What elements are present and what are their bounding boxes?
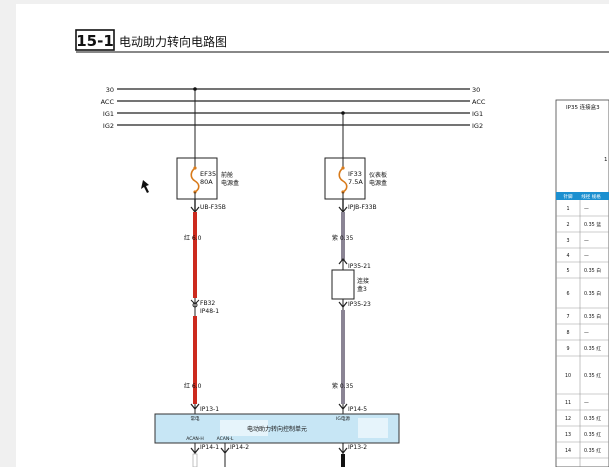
wire-ground <box>341 454 345 467</box>
table-cell-spec: — <box>584 331 589 336</box>
table-cell-pin: 10 <box>565 373 571 379</box>
fuse-left-box-line2: 电源盒 <box>221 179 239 187</box>
ecu-pin-left: IP13-1 <box>200 406 219 413</box>
table-cell-pin: 7 <box>566 314 569 320</box>
page-title: 电动助力转向电路图 <box>119 34 227 49</box>
table-cell-pin: 11 <box>565 400 571 406</box>
rail-label-left-ig2: IG2 <box>103 122 114 130</box>
rail-label-right-ig1: IG1 <box>472 110 483 118</box>
wire-red-segment-2 <box>193 316 197 404</box>
wire-left-spec-top: 红 6.0 <box>184 234 202 242</box>
ecu-block: 常电 IG电源 电动助力转向控制单元 ACAN-H ACAN-L <box>154 413 400 444</box>
table-rows: 1 — 2 0.35 蓝 3 — 4 — 5 0.35 白 6 0.35 白 7 0.35 白 8 — 9 0.3… <box>556 206 609 459</box>
table-frame <box>555 99 609 467</box>
rail-label-left-30: 30 <box>106 86 114 94</box>
connector-right-fuse-out: IPJB-F33B <box>348 204 377 211</box>
connector-left-fuse-out: UB-F35B <box>200 204 226 211</box>
wire-left-node-b: IP48-1 <box>200 308 219 315</box>
fuse-box-right <box>324 157 366 200</box>
table-cell-pin: 4 <box>566 253 569 259</box>
table-cell-spec: 0.35 红 <box>584 415 601 422</box>
table-title: IP35 连接盒3 <box>566 103 600 111</box>
table-cell-pin: 2 <box>566 222 569 228</box>
table-cell-spec: 0.35 白 <box>584 290 601 297</box>
junction-label-line1: 连接 <box>357 277 369 285</box>
table-cell-spec: — <box>584 207 589 212</box>
junction-box-3 <box>331 269 355 300</box>
table-cell-spec: 0.35 红 <box>584 372 601 379</box>
ecu-pin-canh-label: ACAN-H <box>186 436 204 442</box>
ecu-out-pin-3: IP13-2 <box>348 444 367 451</box>
table-cell-pin: 6 <box>566 291 569 297</box>
fuse-left-rating: 80A <box>200 178 213 186</box>
fuse-left-name: EF35 <box>200 170 216 178</box>
wire-right-spec-top: 紫 0.35 <box>332 234 353 242</box>
table-cell-spec: 0.35 红 <box>584 447 601 454</box>
table-cell-pin: 3 <box>566 238 569 244</box>
ecu-title: 电动助力转向控制单元 <box>247 425 307 433</box>
wire-left-node-a: FB32 <box>200 300 215 307</box>
table-cell-pin: 8 <box>566 330 569 336</box>
table-cell-spec: 0.35 红 <box>584 345 601 352</box>
fuse-symbol-ef35 <box>190 167 200 193</box>
table-cell-pin: 14 <box>565 448 571 454</box>
junction-in-pin: IP35-21 <box>348 263 371 270</box>
wire-violet-segment-1 <box>341 212 345 260</box>
wire-red-segment-1 <box>193 212 197 298</box>
table-header-spec: 线径 规格 <box>581 193 601 200</box>
diagram-number-box <box>75 29 115 51</box>
wire-left-spec-bottom: 红 6.0 <box>184 382 202 390</box>
ecu-pin-right: IP14-5 <box>348 406 367 413</box>
branch-left: EF35 80A 前舱 电源盒 UB-F35B 红 6.0 FB32 IP48-… <box>176 87 239 414</box>
table-cell-spec: 0.35 红 <box>584 431 601 438</box>
ecu-pin-power-label: 常电 <box>191 415 200 422</box>
diagram-number: 15-1 <box>76 32 114 50</box>
rail-label-left-ig1: IG1 <box>103 110 114 118</box>
wire-violet-segment-2 <box>341 310 345 404</box>
table-diagram-mark: 1 <box>604 157 608 163</box>
table-cell-pin: 12 <box>565 416 571 422</box>
table-cell-pin: 1 <box>566 206 569 212</box>
table-header-pin: 针脚 <box>564 193 573 200</box>
rail-label-right-ig2: IG2 <box>472 122 483 130</box>
power-rails: 30 ACC IG1 IG2 30 ACC IG1 IG2 <box>101 86 486 130</box>
rail-label-right-30: 30 <box>472 86 480 94</box>
splice-dot-right <box>341 111 345 115</box>
cursor-icon <box>141 180 149 193</box>
ecu-pin-canl-label: ACAN-L <box>217 436 234 442</box>
connector-table: IP35 连接盒3 1 针脚 线径 规格 1 — 2 0.35 蓝 3 — 4 — 5 0.35 … <box>555 99 609 467</box>
table-cell-spec: — <box>584 254 589 259</box>
paper-sheet <box>16 4 609 467</box>
table-cell-pin: 9 <box>566 346 569 352</box>
table-cell-pin: 13 <box>565 432 571 438</box>
ecu-out-pin-2: IP14-2 <box>230 444 249 451</box>
table-header-row <box>556 192 609 200</box>
ecu-outputs: IP14-1 IP14-2 IP13-2 <box>190 443 367 467</box>
fuse-symbol-if33 <box>338 167 348 193</box>
branch-right: IF33 7.5A 仪表板 电源盒 IPJB-F33B 紫 0.35 IP35-… <box>324 111 387 414</box>
table-cell-spec: — <box>584 401 589 406</box>
fuse-right-rating: 7.5A <box>348 178 363 186</box>
junction-label-line2: 盒3 <box>357 285 367 293</box>
wire-can-h <box>192 453 198 467</box>
ecu-out-pin-1: IP14-1 <box>200 444 219 451</box>
table-cell-spec: — <box>584 239 589 244</box>
table-cell-pin: 5 <box>566 268 569 274</box>
table-cell-spec: 0.35 白 <box>584 267 601 274</box>
fuse-right-name: IF33 <box>348 170 362 178</box>
table-cell-spec: 0.35 蓝 <box>584 221 601 228</box>
fuse-right-box-line1: 仪表板 <box>369 171 387 179</box>
rail-label-left-acc: ACC <box>101 98 115 106</box>
fuse-box-left <box>176 157 218 200</box>
fuse-left-box-line1: 前舱 <box>221 171 233 179</box>
splice-dot-left <box>193 87 197 91</box>
fuse-right-box-line2: 电源盒 <box>369 179 387 187</box>
junction-out-pin: IP35-23 <box>348 301 371 308</box>
ecu-pin-ig-label: IG电源 <box>336 415 350 422</box>
table-cell-spec: 0.35 白 <box>584 313 601 320</box>
header: 15-1 电动助力转向电路图 <box>75 29 609 53</box>
wire-right-spec-bottom: 紫 0.35 <box>332 382 353 390</box>
rail-label-right-acc: ACC <box>472 98 486 106</box>
